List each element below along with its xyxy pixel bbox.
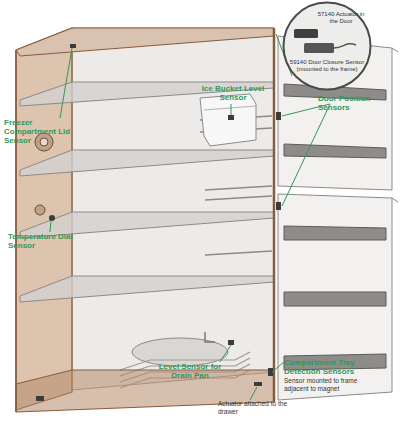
sensor-label: Sensor mounted to frame adjacent to magn… [284, 377, 364, 392]
shelf [20, 276, 274, 302]
sensor [228, 115, 234, 120]
callout-circle: 57140 Actuator in the Door 59140 Door Clo… [282, 1, 372, 91]
door-edge [392, 48, 398, 52]
sensor [49, 215, 55, 221]
sensor-label: Level Sensor for Drain Pan [150, 362, 230, 380]
sensor-wire [334, 44, 356, 48]
sensor-label: Actuator attached to the drawer [218, 400, 308, 415]
fridge-door [278, 194, 392, 400]
part-label: 57140 Actuator in the Door [316, 11, 366, 25]
dial-knob [40, 138, 48, 146]
shelf [20, 150, 274, 176]
sensor-label: Ice Bucket Level Sensor [198, 84, 268, 102]
sensor-image [304, 43, 334, 53]
sensor-label: Freezer Compartment Lid Sensor [4, 118, 74, 145]
leader-lines [50, 34, 330, 400]
door-bins [284, 84, 386, 370]
dial [35, 205, 45, 215]
sensors [70, 44, 281, 386]
cabinet-top [16, 28, 274, 56]
sensor [228, 340, 234, 345]
drain-tube [205, 332, 215, 342]
door-edge [392, 198, 398, 202]
sensor-label: Temperature Dial Sensor [8, 232, 78, 250]
circle-shape [284, 3, 371, 90]
sensor-label: Compartment Tray Detection Sensors [284, 358, 374, 376]
actuator-image [294, 29, 318, 38]
part-label: 59140 Door Closure Sensor (mounted to th… [288, 59, 366, 73]
vent [36, 396, 44, 401]
sensor-label: Door Position Sensors [318, 94, 400, 112]
freezer-door [278, 36, 392, 190]
frame-edge [273, 28, 276, 402]
frame-edge [15, 50, 17, 412]
ice-bucket-edge [204, 106, 256, 110]
